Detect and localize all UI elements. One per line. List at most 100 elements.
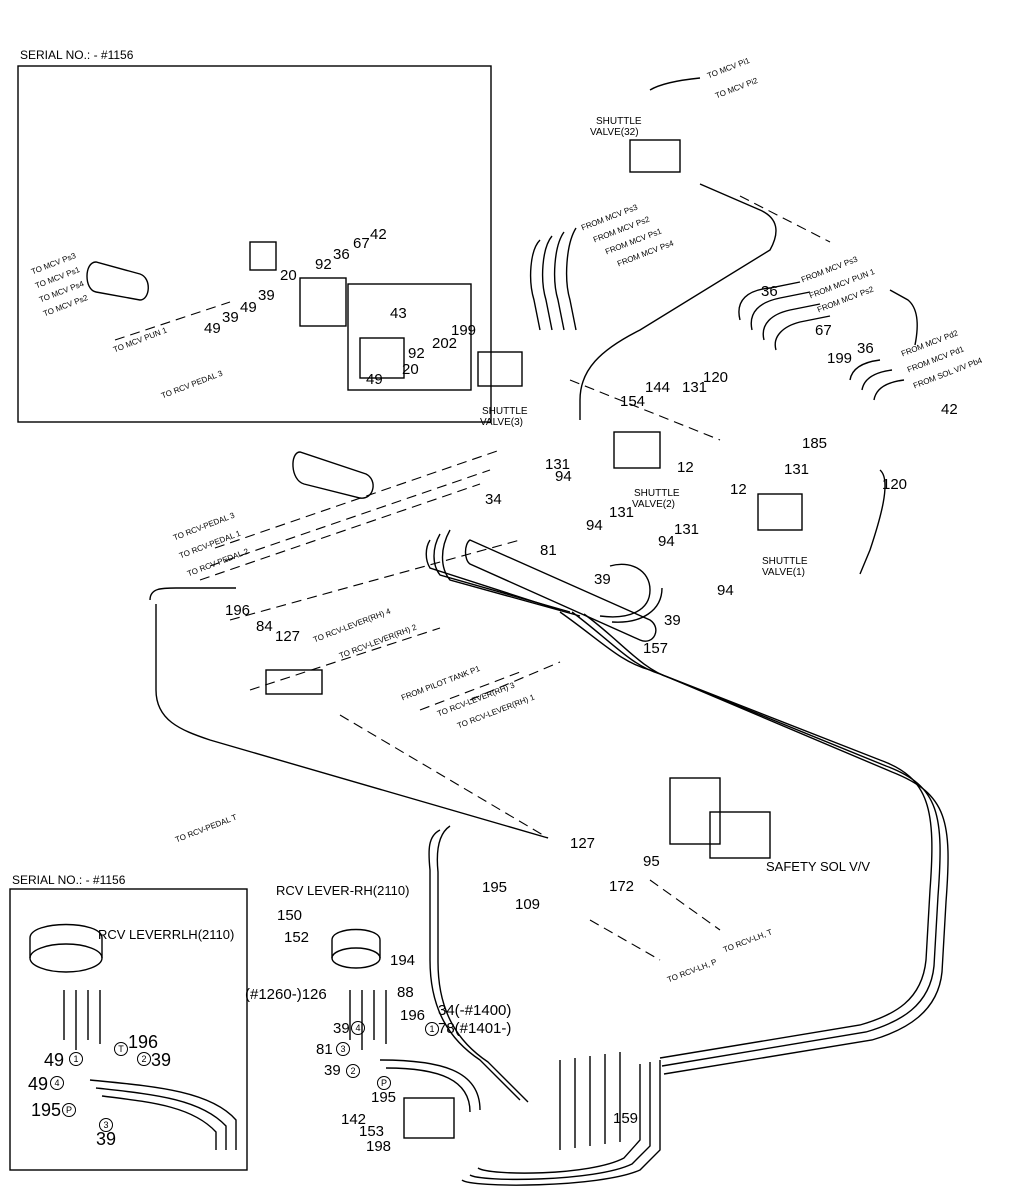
part-number: 49 <box>204 320 221 337</box>
part-number: 195 <box>371 1089 397 1106</box>
part-number: 88 <box>397 984 414 1001</box>
part-number: 81 <box>540 542 557 559</box>
shuttle-valve-1-line1: SHUTTLE <box>762 556 808 567</box>
part-number: 131 <box>545 456 571 473</box>
part-number: 36 <box>761 283 778 300</box>
part-number: 42 <box>941 401 958 418</box>
part-number: 194 <box>390 952 416 969</box>
port-circle: 4 <box>351 1021 365 1035</box>
part-number: 94 <box>586 517 603 534</box>
part-number: 92 <box>315 256 332 273</box>
part-number: 142 <box>341 1111 367 1128</box>
port-circle: 1 <box>69 1052 83 1066</box>
shuttle-valve-1-line2: VALVE(1) <box>762 567 805 578</box>
safety-valve-label: SAFETY SOL V/V <box>766 859 871 874</box>
top-inset-serial: SERIAL NO.: - #1156 <box>20 48 134 62</box>
part-number: 195 <box>482 879 508 896</box>
part-number: 198 <box>366 1138 392 1155</box>
part-number: 127 <box>570 835 596 852</box>
part-number: 172 <box>609 878 635 895</box>
part-number: 84 <box>256 618 273 635</box>
part-number: 36 <box>857 340 874 357</box>
part-number: 34(-#1400) <box>438 1002 512 1019</box>
shuttle-valve-32-line2: VALVE(32) <box>590 127 639 138</box>
hose-loop-1 <box>149 587 236 601</box>
part-number: 95 <box>643 853 660 870</box>
shuttle-valve-2-line2: VALVE(2) <box>632 499 675 510</box>
shuttle-valve-3-line2: VALVE(3) <box>480 417 523 428</box>
port-circle: P <box>377 1076 391 1090</box>
port-circle: P <box>62 1103 76 1117</box>
part-number: 34 <box>485 491 502 508</box>
part-number: 131 <box>674 521 700 538</box>
part-number: 120 <box>882 476 908 493</box>
part-number: 78(#1401-) <box>438 1020 512 1037</box>
part-number: 39 <box>258 287 275 304</box>
part-number: 94 <box>555 468 572 485</box>
part-number: 49 <box>28 1074 49 1094</box>
part-number: 127 <box>275 628 301 645</box>
bottom-inset-serial: SERIAL NO.: - #1156 <box>12 873 126 887</box>
part-number: 159 <box>613 1110 639 1127</box>
part-number: 39 <box>333 1020 350 1037</box>
part-number: 199 <box>451 322 477 339</box>
port-circle: 2 <box>137 1052 151 1066</box>
part-number: 39 <box>594 571 611 588</box>
part-number: 154 <box>620 393 646 410</box>
part-number: (#1260-)126 <box>245 986 327 1003</box>
part-number: 109 <box>515 896 541 913</box>
part-number: 131 <box>784 461 810 478</box>
part-number: 39 <box>222 309 239 326</box>
part-number: 196 <box>128 1032 159 1052</box>
part-number: 144 <box>645 379 671 396</box>
part-number: 94 <box>658 533 675 550</box>
bottom-inset-lever-title: RCV LEVERRLH(2110) <box>98 927 235 942</box>
part-number: 39 <box>96 1129 117 1149</box>
port-circle: 1 <box>425 1022 439 1036</box>
port-circle: T <box>114 1042 128 1056</box>
part-number: 20 <box>280 267 297 284</box>
part-number: 12 <box>677 459 694 476</box>
part-number: 131 <box>682 379 708 396</box>
part-number: 39 <box>324 1062 341 1079</box>
top-inset-frame <box>17 65 492 423</box>
part-number: 150 <box>277 907 303 924</box>
port-circle: 4 <box>50 1076 64 1090</box>
part-number: 49 <box>44 1050 65 1070</box>
part-number: 94 <box>717 582 734 599</box>
port-circle: 3 <box>99 1118 113 1132</box>
part-number: 42 <box>370 226 387 243</box>
part-number: 49 <box>366 371 383 388</box>
part-number: 49 <box>240 299 257 316</box>
shuttle-valve-2-line1: SHUTTLE <box>634 488 680 499</box>
shuttle-valve-32-line1: SHUTTLE <box>596 116 642 127</box>
part-number: 199 <box>827 350 853 367</box>
part-number: 43 <box>390 305 407 322</box>
part-number: 12 <box>730 481 747 498</box>
part-number: 39 <box>151 1050 172 1070</box>
part-number: 131 <box>609 504 635 521</box>
part-number: 157 <box>643 640 669 657</box>
part-number: 196 <box>225 602 251 619</box>
port-circle: 3 <box>336 1042 350 1056</box>
part-number: 20 <box>402 361 419 378</box>
part-number: 152 <box>284 929 310 946</box>
part-number: 67 <box>815 322 832 339</box>
rcv-lever-rh-title: RCV LEVER-RH(2110) <box>276 883 410 898</box>
part-number: 202 <box>432 335 458 352</box>
shuttle-valve-3-line1: SHUTTLE <box>482 406 528 417</box>
port-circle: 2 <box>346 1064 360 1078</box>
part-number: 67 <box>353 235 370 252</box>
part-number: 195 <box>31 1100 62 1120</box>
part-number: 36 <box>333 246 350 263</box>
part-number: 196 <box>400 1007 426 1024</box>
part-number: 153 <box>359 1123 385 1140</box>
part-number: 81 <box>316 1041 333 1058</box>
bottom-inset-frame <box>9 888 248 1171</box>
hose-loop-2 <box>155 604 549 839</box>
part-number: 185 <box>802 435 828 452</box>
part-number: 120 <box>703 369 729 386</box>
part-number: 92 <box>408 345 425 362</box>
part-number: 39 <box>664 612 681 629</box>
